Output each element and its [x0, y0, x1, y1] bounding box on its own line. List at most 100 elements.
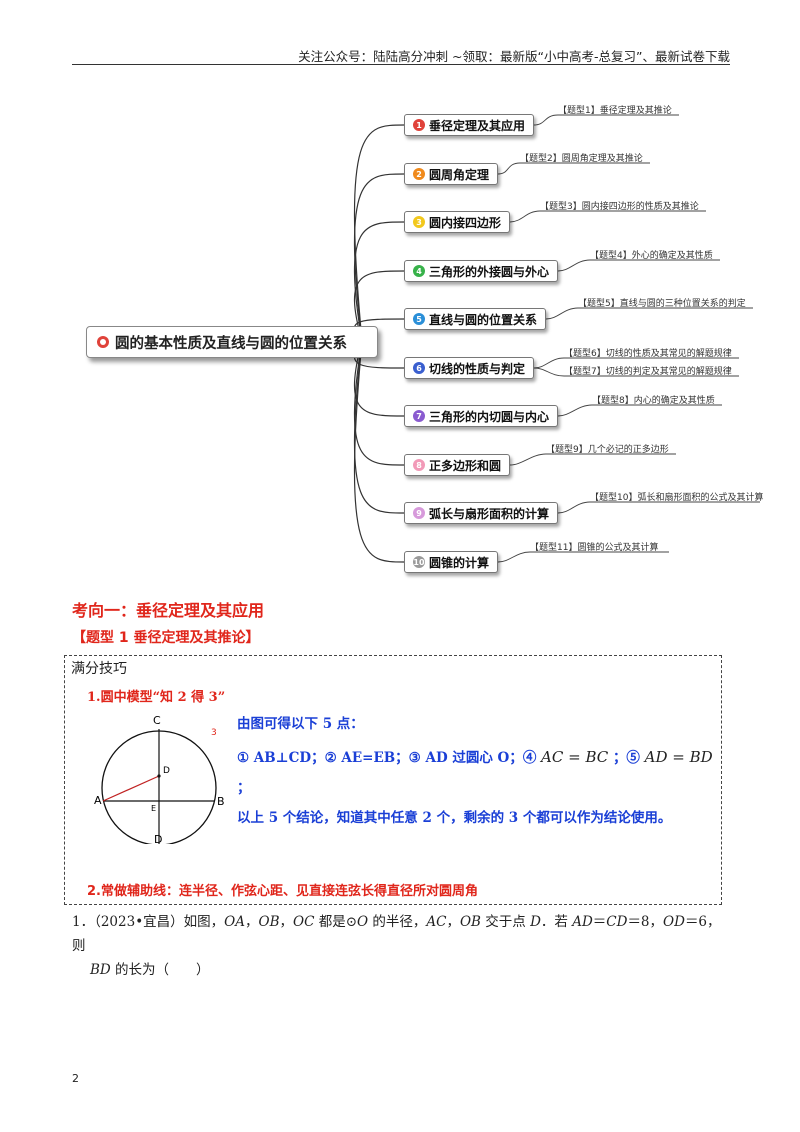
mind-map-branch-3: 3 圆内接四边形	[404, 211, 511, 233]
q-text: ，	[245, 914, 259, 930]
stray-mark: 3	[211, 728, 217, 738]
branch-number-icon: 7	[413, 410, 425, 422]
branch-connector	[353, 340, 405, 417]
arc-equality-ac-bc: AC = BC	[541, 748, 609, 766]
branch-number-icon: 6	[413, 362, 425, 374]
mind-map-leaf: 【题型1】垂径定理及其推论	[558, 106, 672, 116]
figure-label-e: E	[151, 804, 156, 813]
q-var: OA	[224, 914, 245, 930]
branch-label: 切线的性质与判定	[429, 361, 526, 376]
figure-label-d-bottom: D	[154, 833, 162, 844]
tip-semicolon: ；	[237, 780, 251, 796]
tip-line-summary: 以上 5 个结论，知道其中任意 2 个，剩余的 3 个都可以作为结论使用。	[237, 810, 672, 826]
tip-line-intro: 由图可得以下 5 点：	[237, 716, 364, 732]
q-var: OC	[293, 914, 315, 930]
tips-heading: 满分技巧	[71, 661, 127, 677]
leaf-connector	[534, 367, 740, 377]
mind-map-leaf: 【题型6】切线的性质及其常见的解题规律	[564, 349, 732, 359]
mind-map-branch-2: 2 圆周角定理	[404, 163, 499, 185]
q-var: BD	[90, 962, 111, 978]
mind-map-branch-4: 4 三角形的外接圆与外心	[404, 260, 559, 282]
q-text: ，	[279, 914, 294, 930]
branch-label: 圆周角定理	[429, 167, 490, 182]
tip-model-title: 1.圆中模型“知 2 得 3”	[87, 690, 226, 705]
q-var: D	[530, 914, 541, 930]
leaf-connector	[546, 307, 753, 320]
mind-map-leaf: 【题型5】直线与圆的三种位置关系的判定	[578, 299, 746, 309]
question-type-title: 【题型 1 垂径定理及其推论】	[72, 630, 260, 646]
mind-map-branch-10: 10 圆锥的计算	[404, 551, 499, 573]
mind-map-branch-8: 8 正多边形和圆	[404, 454, 511, 476]
header-divider	[72, 64, 730, 65]
page-number: 2	[72, 1072, 79, 1085]
branch-label: 三角形的内切圆与内心	[429, 409, 550, 424]
branch-label: 垂径定理及其应用	[429, 118, 526, 133]
tip-auxiliary-lines: 2.常做辅助线：连半径、作弦心距、见直接连弦长得直径所对圆周角	[87, 884, 478, 899]
leaf-connector	[558, 501, 760, 514]
branch-number-icon: 2	[413, 168, 425, 180]
branch-connector	[353, 173, 405, 342]
branch-label: 弧长与扇形面积的计算	[429, 506, 550, 521]
mind-map-leaf: 【题型10】弧长和扇形面积的公式及其计算	[590, 493, 764, 503]
figure-label-b: B	[217, 795, 225, 808]
leaf-connector	[534, 114, 679, 126]
branch-number-icon: 3	[413, 216, 425, 228]
branch-number-icon: 4	[413, 265, 425, 277]
mind-map-branch-6: 6 切线的性质与判定	[404, 357, 535, 379]
conclusions-1-4: ① AB⊥CD；② AE=EB；③ AD 过圆心 O；④	[237, 750, 537, 766]
mind-map-root: 圆的基本性质及直线与圆的位置关系	[86, 326, 378, 358]
branch-connector	[353, 340, 405, 563]
q-text: 的半径，	[368, 914, 427, 930]
mind-map-branch-7: 7 三角形的内切圆与内心	[404, 405, 559, 427]
mind-map-leaf: 【题型8】内心的确定及其性质	[592, 396, 715, 406]
q-text: ＝	[592, 914, 607, 930]
branch-connector	[353, 221, 405, 342]
figure-label-a: A	[94, 794, 102, 807]
branch-number-icon: 9	[413, 507, 425, 519]
branch-label: 正多边形和圆	[429, 458, 502, 473]
figure-label-c: C	[153, 714, 161, 727]
branch-label: 圆锥的计算	[429, 555, 490, 570]
mind-map-leaf: 【题型2】圆周角定理及其推论	[520, 154, 643, 164]
leaf-connector	[534, 357, 740, 369]
page-header: 关注公众号：陆陆高分冲刺 ~领取：最新版“小中高考-总复习”、最新试卷下载	[298, 49, 730, 64]
branch-connector	[353, 340, 405, 466]
leaf-connector	[497, 162, 650, 175]
section-title: 考向一：垂径定理及其应用	[72, 601, 265, 620]
mind-map-leaf: 【题型9】几个必记的正多边形	[546, 445, 669, 455]
branch-label: 直线与圆的位置关系	[429, 312, 538, 327]
q-var: AC	[426, 914, 447, 930]
leaf-connector	[558, 404, 722, 417]
branch-label: 三角形的外接圆与外心	[429, 264, 550, 279]
q-var: OB	[258, 914, 280, 930]
branch-number-icon: 8	[413, 459, 425, 471]
mind-map-leaf: 【题型3】圆内接四边形的性质及其推论	[540, 202, 699, 212]
q-var: OD	[663, 914, 685, 930]
branch-number-icon: 10	[413, 556, 425, 568]
q-var: AD	[572, 914, 593, 930]
q-var: O	[357, 914, 369, 930]
mind-map-branch-9: 9 弧长与扇形面积的计算	[404, 502, 559, 524]
q-text: ＝6，则	[72, 914, 721, 954]
q-var: OB	[459, 914, 481, 930]
arc-equality-ad-bd: AD = BD	[644, 748, 713, 766]
conclusion-5-label: ；⑤	[612, 750, 640, 766]
q-text: 交于点	[480, 914, 531, 930]
branch-connector	[353, 270, 405, 342]
mind-map-connectors	[353, 114, 760, 563]
mind-map-leaf: 【题型4】外心的确定及其性质	[590, 251, 713, 261]
leaf-connector	[510, 210, 706, 223]
leaf-connector	[498, 551, 669, 563]
branch-label: 圆内接四边形	[429, 215, 502, 230]
mind-map-root-label: 圆的基本性质及直线与圆的位置关系	[115, 335, 347, 352]
root-bullet-icon	[97, 336, 109, 348]
q-var: CD	[606, 914, 628, 930]
figure-label-d-center: D	[163, 766, 170, 776]
q-text: 的长为（ ）	[110, 962, 210, 978]
branch-connector	[353, 124, 405, 342]
mind-map-leaf: 【题型7】切线的判定及其常见的解题规律	[564, 367, 732, 377]
leaf-connector	[558, 259, 720, 272]
mind-map-leaf: 【题型11】圆锥的公式及其计算	[530, 543, 659, 553]
